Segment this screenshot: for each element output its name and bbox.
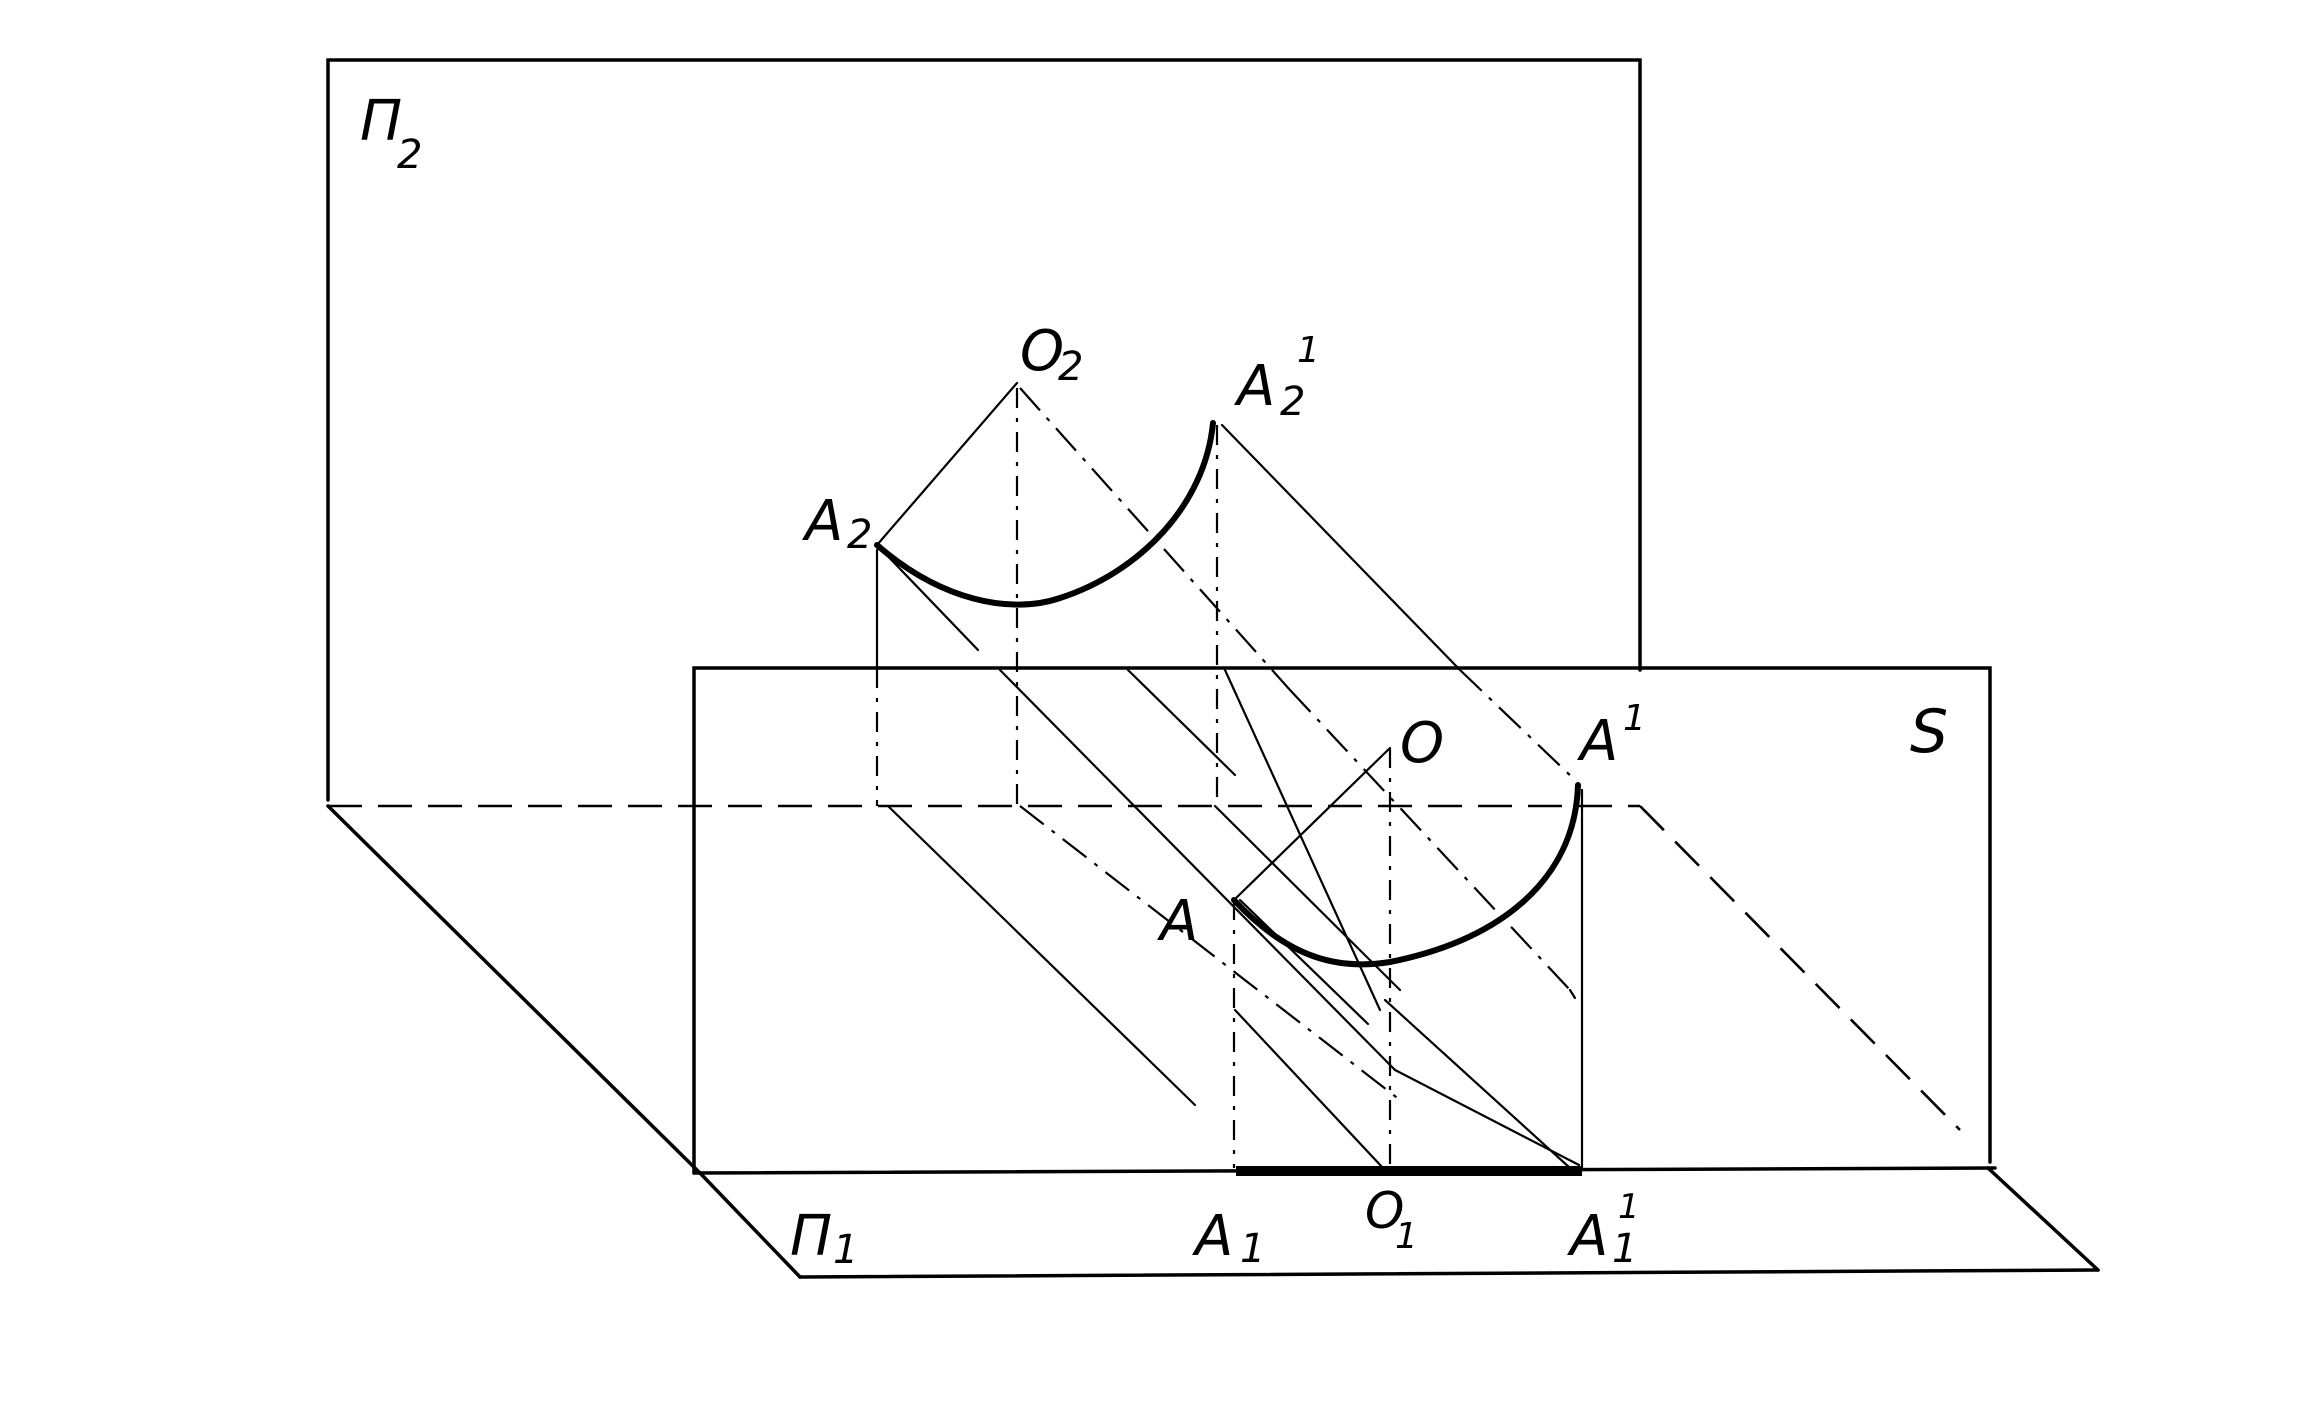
plane-s (692, 666, 1997, 1175)
label-a2-prime: A 2 1 (1234, 330, 1320, 425)
svg-text:1: 1 (833, 1227, 858, 1273)
svg-text:S: S (1910, 697, 1948, 767)
svg-text:A: A (1234, 354, 1275, 419)
svg-text:2: 2 (1280, 379, 1305, 425)
svg-text:П: П (790, 1204, 832, 1269)
label-o: O (1400, 711, 1444, 776)
svg-text:A: A (1192, 1204, 1233, 1269)
label-a1: A 1 (1192, 1204, 1265, 1272)
frontal-projection (874, 381, 1219, 806)
svg-text:2: 2 (397, 132, 422, 178)
label-a2: A 2 (802, 489, 872, 558)
svg-text:1: 1 (1297, 330, 1320, 371)
svg-text:O: O (1020, 319, 1064, 384)
svg-text:A: A (802, 489, 843, 554)
svg-text:1: 1 (1612, 1226, 1637, 1272)
label-a1-prime: A 1 1 (1567, 1187, 1640, 1272)
label-p2: П 2 (360, 89, 422, 178)
svg-text:1: 1 (1618, 1187, 1640, 1227)
horizontal-plane-p1 (326, 804, 2100, 1279)
label-a-prime: A 1 (1577, 698, 1646, 774)
svg-text:2: 2 (847, 512, 872, 558)
label-o2: O 2 (1020, 319, 1083, 390)
svg-text:1: 1 (1623, 698, 1646, 739)
radius-o2-a2 (875, 381, 1019, 547)
svg-text:1: 1 (1240, 1226, 1265, 1272)
svg-text:П: П (360, 89, 402, 154)
arc-a-aprime (1231, 782, 1581, 968)
svg-text:2: 2 (1058, 344, 1083, 390)
svg-text:O: O (1365, 1182, 1404, 1240)
label-a: A (1157, 889, 1198, 954)
arc-a2-a2prime (874, 420, 1216, 608)
svg-text:1: 1 (1395, 1216, 1418, 1257)
label-s: S (1910, 697, 1948, 767)
svg-text:A: A (1577, 709, 1618, 774)
svg-text:A: A (1567, 1204, 1608, 1269)
label-o1: O 1 (1365, 1182, 1418, 1257)
radius-o-a (1232, 746, 1392, 902)
arc-in-plane-s (1231, 746, 1584, 1170)
frontal-plane-p2 (326, 58, 1642, 802)
svg-text:A: A (1157, 889, 1198, 954)
label-p1: П 1 (790, 1204, 858, 1273)
direction-lines (878, 387, 1581, 1170)
svg-text:O: O (1400, 711, 1444, 776)
